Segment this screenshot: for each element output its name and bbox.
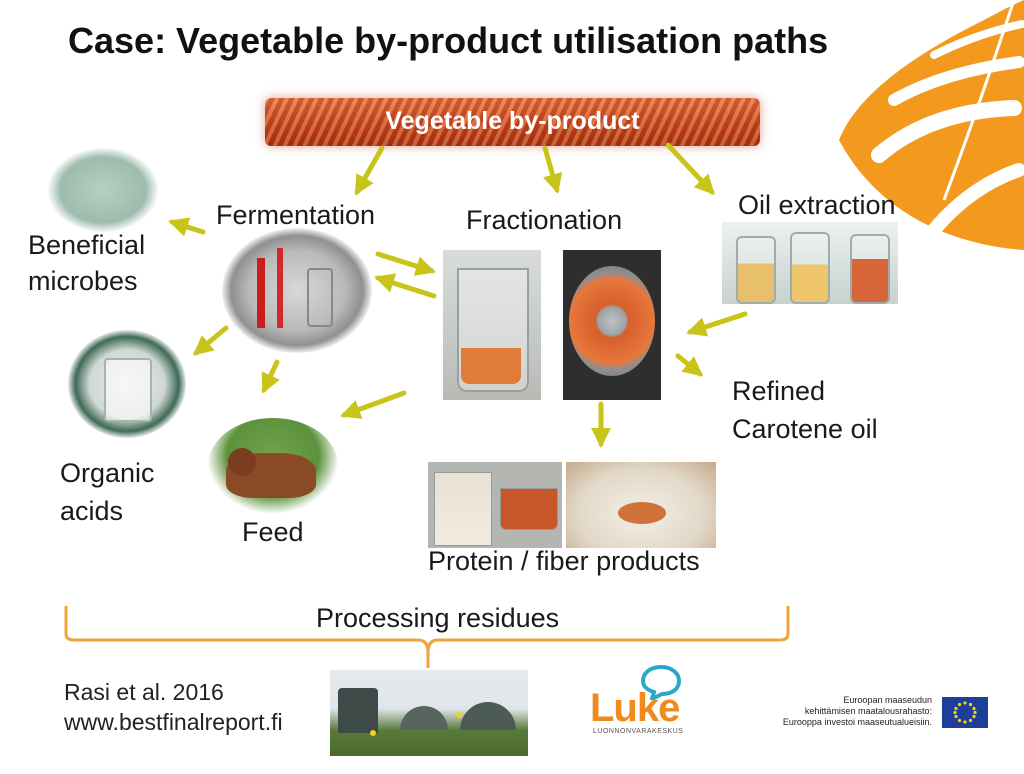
fermenter-photo — [222, 228, 372, 353]
arrow-to-fractionation — [542, 145, 563, 194]
beneficial-microbes-label-line2: microbes — [28, 266, 138, 296]
organic-acids-label-line1: Organic — [60, 458, 155, 488]
eu-funding-line1: Euroopan maaseudun — [843, 695, 932, 705]
eu-flag-icon — [942, 697, 988, 728]
organic-acids-label-line2: acids — [60, 496, 124, 526]
luke-logo: Luke — [590, 686, 680, 730]
arrow-to-microbes — [168, 217, 206, 237]
arrow-to-oil-extraction — [665, 142, 715, 195]
citation-url[interactable]: www.bestfinalreport.fi — [64, 709, 283, 735]
arrow-to-organic-acids — [192, 325, 229, 356]
biogas-plant-photo — [330, 670, 528, 756]
arrow-fractionation-to-feed — [340, 390, 407, 419]
residues-brace — [64, 606, 790, 668]
microbes-photo — [48, 148, 158, 232]
arrow-oil-to-centrifuge — [686, 311, 748, 337]
citation-author: Rasi et al. 2016 — [64, 679, 224, 705]
acid-bottle-photo — [68, 330, 186, 438]
arrow-to-refined-oil — [675, 353, 704, 377]
protein-jars-photo — [428, 462, 562, 548]
cow-photo — [208, 418, 338, 513]
source-banner-label: Vegetable by-product — [385, 107, 640, 135]
beneficial-microbes-label-line1: Beneficial — [28, 230, 146, 260]
arrow-to-fermentation — [354, 145, 385, 196]
fiber-dish-photo — [566, 462, 716, 548]
centrifuge-photo — [563, 250, 661, 400]
slide-title: Case: Vegetable by-product utilisation p… — [68, 20, 829, 61]
luke-logo-subtitle: LUONNONVARAKESKUS — [593, 728, 684, 735]
feed-label: Feed — [242, 517, 304, 547]
luke-speech-bubble-icon — [640, 664, 682, 700]
oil-bottles-photo — [722, 222, 898, 304]
refined-carotene-oil-label-line1: Refined — [732, 376, 826, 406]
arrow-fermentation-to-fractionation — [375, 251, 436, 276]
eu-funding-line2: kehittämisen maatalousrahasto: — [804, 706, 932, 716]
fractionation-label: Fractionation — [466, 205, 623, 235]
fermentation-label: Fermentation — [216, 200, 376, 230]
orange-leaf-icon — [839, 0, 1024, 250]
arrow-to-feed — [261, 359, 280, 394]
arrow-fractionation-to-fermentation — [374, 273, 437, 299]
source-banner: Vegetable by-product — [265, 98, 760, 146]
protein-fiber-label: Protein / fiber products — [428, 546, 700, 576]
oil-extraction-label: Oil extraction — [738, 190, 896, 220]
eu-funding-line3: Eurooppa investoi maaseutualueisiin. — [782, 717, 932, 727]
processing-residues-label: Processing residues — [316, 603, 560, 633]
beaker-photo — [443, 250, 541, 400]
refined-carotene-oil-label-line2: Carotene oil — [732, 414, 878, 444]
